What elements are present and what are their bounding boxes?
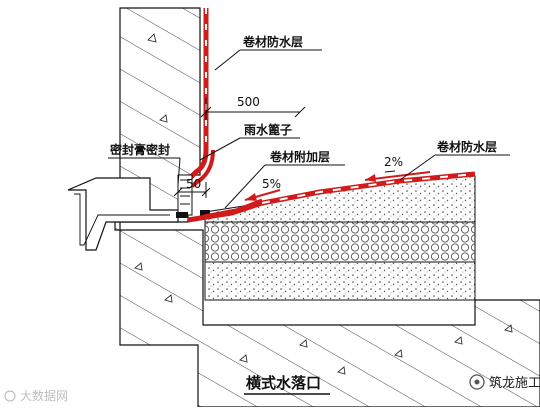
leader-lines [108,49,510,209]
drawing-title: 横式水落口 [246,374,321,392]
roof-membrane [187,171,476,223]
rain-grate [176,174,210,218]
label-dim-50: 50 [186,177,201,191]
label-slope-5: 5% [262,177,281,191]
scupper-outlet [67,177,179,251]
label-grate: 雨水篦子 [244,122,292,137]
wall-membrane-inner [190,149,215,188]
label-additional-layer: 卷材附加层 [269,149,330,164]
watermark-text: 大数据网 [20,388,68,403]
label-dim-500: 500 [237,95,260,109]
label-slope-2: 2% [384,155,403,169]
label-wall-membrane: 卷材防水层 [242,34,303,49]
insulation-layer [204,221,476,263]
label-sealant: 密封膏密封 [110,142,170,157]
additional-membrane [203,198,263,218]
leveling-layer [204,261,476,301]
slope-arrow-5 [244,189,281,201]
scupper-inner-line [74,193,170,246]
dimension-500 [200,98,306,120]
label-roof-membrane: 卷材防水层 [436,139,497,154]
watermark: 大数据网 [4,388,68,403]
concrete-aggregate-marks [134,33,513,375]
slope-arrow-2 [364,170,431,182]
brand-logo: 筑龙施工 [469,374,540,391]
wall-membrane [188,8,209,180]
brand-text: 筑龙施工 [489,375,540,391]
